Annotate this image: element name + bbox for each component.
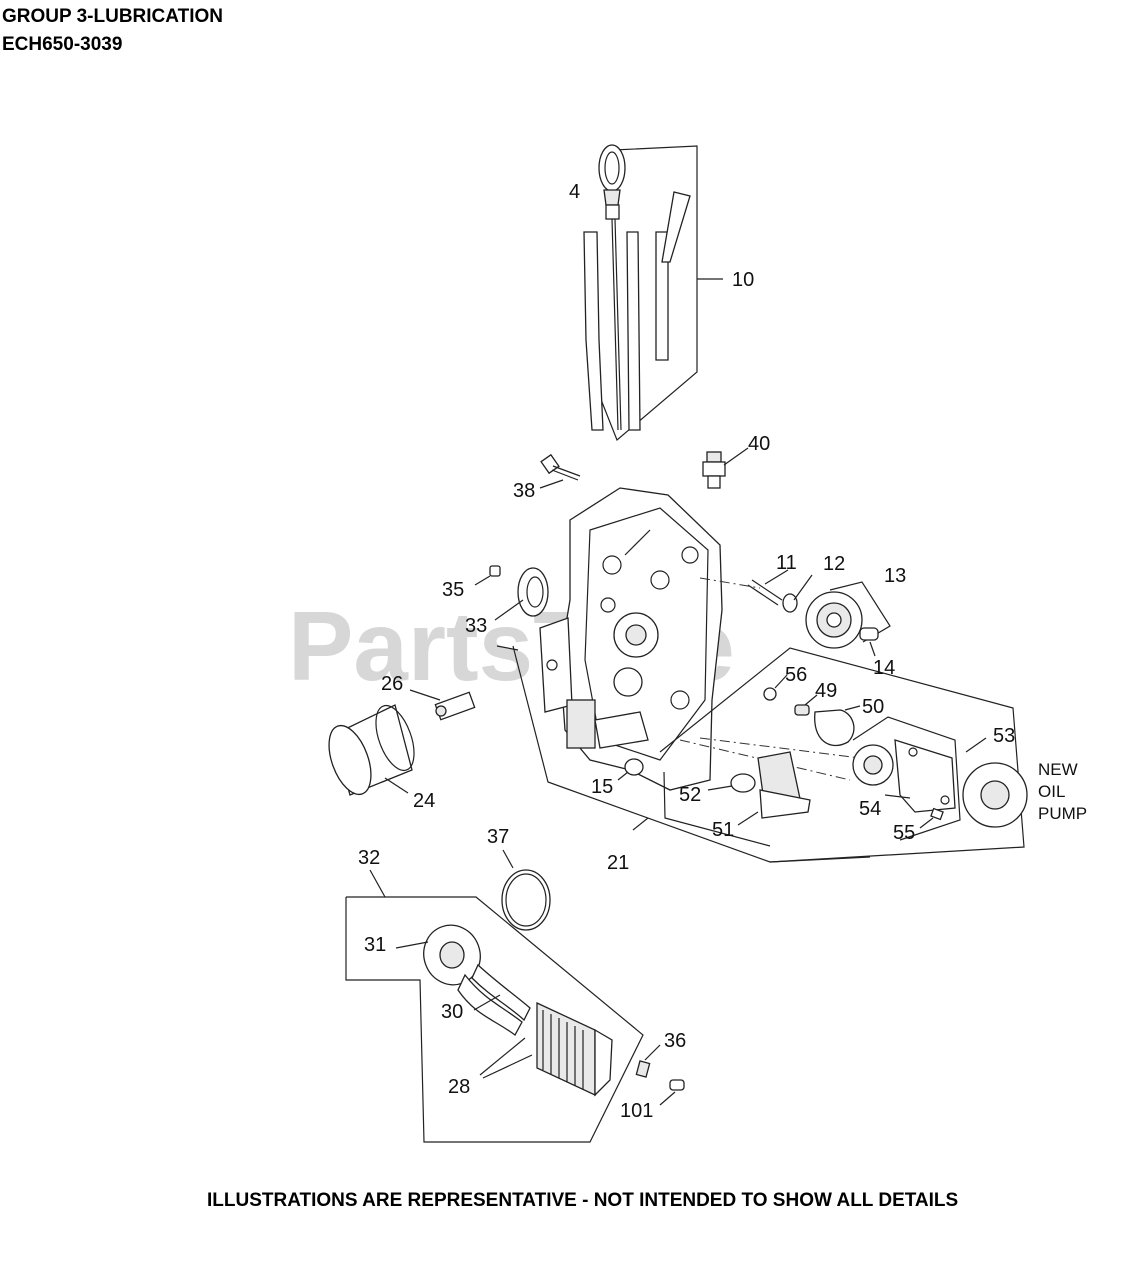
callout-54: 54: [859, 798, 881, 820]
new-oil-pump-note-line1: NEW: [1038, 760, 1078, 779]
callout-55: 55: [893, 822, 915, 844]
callout-12: 12: [823, 553, 845, 575]
oil-filter: [328, 704, 415, 796]
callout-14: 14: [873, 657, 895, 679]
callout-31: 31: [364, 934, 386, 956]
oil-filter-nipple: [409, 689, 476, 721]
callout-11: 11: [776, 552, 797, 574]
callout-32: 32: [358, 847, 380, 869]
callout-53: 53: [993, 725, 1015, 747]
callout-56: 56: [785, 664, 807, 686]
page-title: GROUP 3-LUBRICATION: [2, 6, 223, 27]
callout-13: 13: [884, 565, 906, 587]
dipstick-tube-group: [583, 144, 723, 441]
callout-37: 37: [487, 826, 509, 848]
new-oil-pump-note-line2: OIL: [1038, 782, 1065, 801]
bolt: [539, 453, 581, 489]
oil-seal: [494, 567, 549, 621]
callout-40: 40: [748, 433, 770, 455]
callout-28: 28: [448, 1076, 470, 1098]
oil-pressure-switch: [702, 447, 749, 489]
callout-33: 33: [465, 615, 487, 637]
callout-38: 38: [513, 480, 535, 502]
footer-disclaimer: ILLUSTRATIONS ARE REPRESENTATIVE - NOT I…: [207, 1190, 959, 1211]
callout-51: 51: [712, 819, 734, 841]
callout-10: 10: [732, 269, 754, 291]
callout-30: 30: [441, 1001, 463, 1023]
model-number: ECH650-3039: [2, 34, 123, 55]
callout-15: 15: [591, 776, 613, 798]
callout-49: 49: [815, 680, 837, 702]
callout-24: 24: [413, 790, 435, 812]
new-oil-pump-note-line3: PUMP: [1038, 804, 1087, 823]
oil-cooler-group: [345, 849, 685, 1143]
callout-52: 52: [679, 784, 701, 806]
plug: [474, 565, 501, 586]
oil-pump-gear-group: [699, 569, 891, 657]
callout-26: 26: [381, 673, 403, 695]
o-ring: [617, 758, 644, 781]
callout-50: 50: [862, 696, 884, 718]
oil-pump-group: [632, 647, 1028, 863]
callout-21: 21: [607, 852, 629, 874]
callout-36: 36: [664, 1030, 686, 1052]
callout-35: 35: [442, 579, 464, 601]
callout-101: 101: [620, 1100, 653, 1122]
callout-4: 4: [569, 181, 580, 203]
